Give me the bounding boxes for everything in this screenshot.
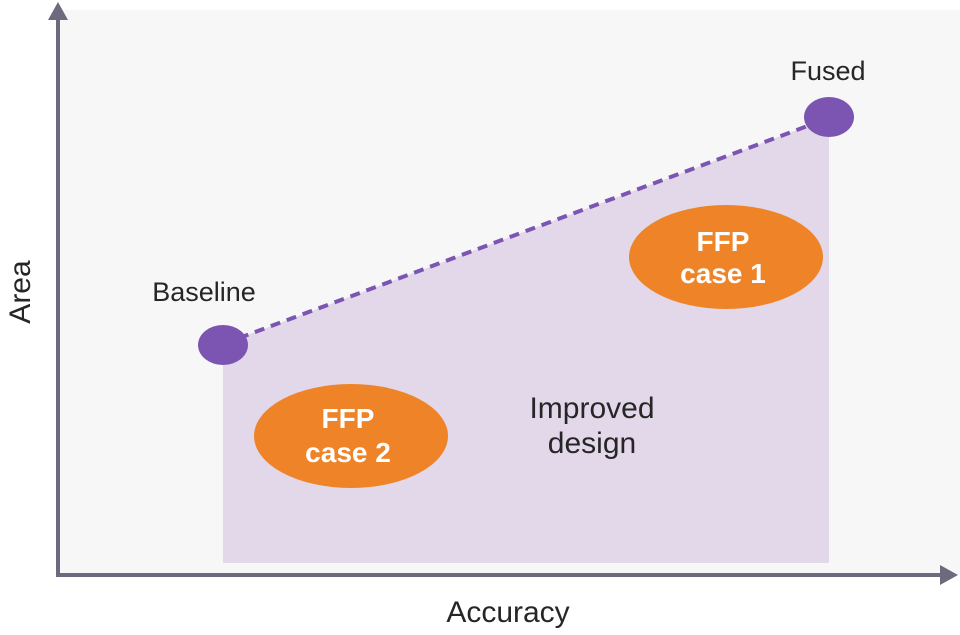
ffp-case2-label-line1: FFP [322,403,375,434]
improved-design-label-line2: design [548,427,636,460]
x-axis-arrow-icon [940,565,958,585]
baseline-label: Baseline [152,277,256,307]
y-axis-label: Area [4,260,37,324]
ffp-case1-ellipse [629,205,823,309]
tradeoff-dashed-line [222,116,830,346]
y-axis-arrow-icon [48,2,68,20]
ffp-case2-ellipse [254,384,448,488]
ffp-case1-label-line2: case 1 [680,258,766,289]
ffp-case1-label-line1: FFP [697,226,750,257]
improved-design-label-line1: Improved [529,392,654,425]
ffp-case2-label-line2: case 2 [305,437,391,468]
fused-point [804,97,854,137]
fused-label: Fused [790,56,865,86]
baseline-point [198,325,248,365]
x-axis-label: Accuracy [446,596,569,629]
